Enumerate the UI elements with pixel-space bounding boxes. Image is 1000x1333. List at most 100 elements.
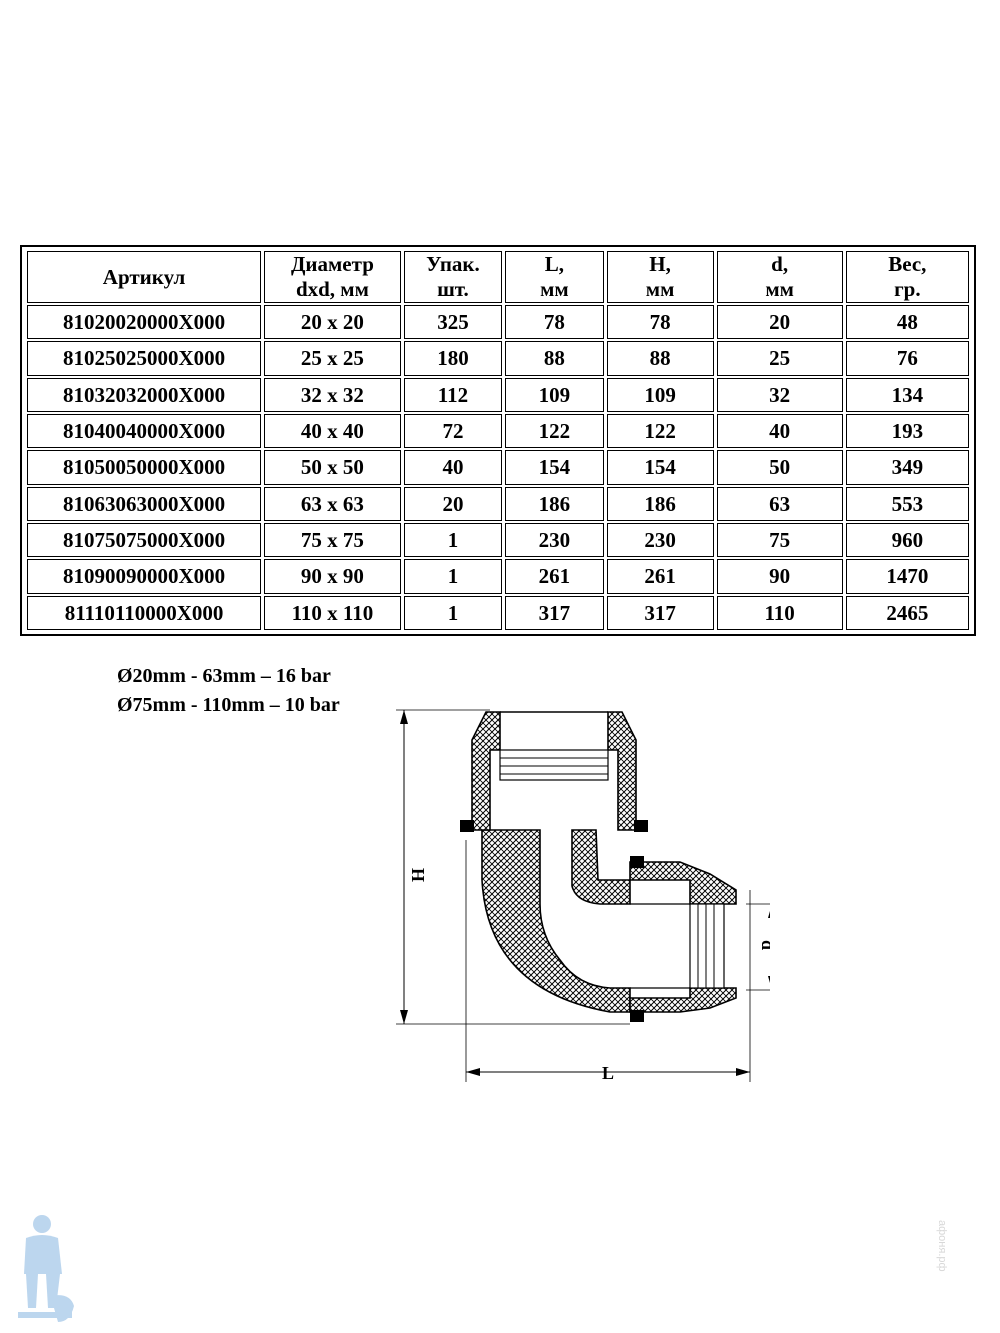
header-line1: H, <box>649 252 671 276</box>
pressure-note-small: Ø20mm - 63mm – 16 bar <box>117 665 331 687</box>
table-cell: 349 <box>845 450 969 485</box>
table-cell: 112 <box>403 377 503 412</box>
table-cell: 317 <box>505 595 604 630</box>
table-cell: 76 <box>845 341 969 376</box>
table-cell: 109 <box>505 377 604 412</box>
table-cell: 81025025000X000 <box>27 341 262 376</box>
header-line2: мм <box>645 277 675 301</box>
table-cell: 90 x 90 <box>264 559 401 594</box>
elbow-outer-wall <box>481 829 631 1013</box>
header-cell: Упак.шт. <box>403 251 503 303</box>
table-cell: 50 x 50 <box>264 450 401 485</box>
header-line1: L, <box>544 252 564 276</box>
header-line1: d, <box>771 252 789 276</box>
header-line2: гр. <box>894 277 921 301</box>
table-cell: 81050050000X000 <box>27 450 262 485</box>
header-cell: Вес,гр. <box>845 251 969 303</box>
plumber-mascot-icon <box>18 1215 74 1322</box>
table-cell: 25 <box>716 341 843 376</box>
table-cell: 40 <box>403 450 503 485</box>
table-cell: 25 x 25 <box>264 341 401 376</box>
table-cell: 110 <box>716 595 843 630</box>
label-d: d <box>758 940 770 950</box>
table-cell: 193 <box>845 413 969 449</box>
table-cell: 261 <box>505 559 604 594</box>
header-line1: Упак. <box>426 252 480 276</box>
table-cell: 110 x 110 <box>264 595 401 630</box>
table-cell: 2465 <box>845 595 969 630</box>
table-cell: 1470 <box>845 559 969 594</box>
table-cell: 78 <box>606 305 714 340</box>
table-cell: 75 <box>716 522 843 558</box>
table-cell: 154 <box>505 450 604 485</box>
site-watermark: афоня.рф <box>936 1220 948 1272</box>
table-cell: 20 <box>403 486 503 521</box>
header-line1: Диаметр <box>290 252 374 276</box>
table-cell: 32 x 32 <box>264 377 401 412</box>
table-cell: 81110110000X000 <box>27 595 262 630</box>
table-cell: 81090090000X000 <box>27 559 262 594</box>
table-cell: 154 <box>606 450 714 485</box>
table-cell: 72 <box>403 413 503 449</box>
table-cell: 40 x 40 <box>264 413 401 449</box>
table-cell: 230 <box>606 522 714 558</box>
table-cell: 122 <box>606 413 714 449</box>
table-cell: 81020020000X000 <box>27 305 262 340</box>
table-cell: 1 <box>403 559 503 594</box>
header-line2: мм <box>540 277 569 301</box>
table-cell: 230 <box>505 522 604 558</box>
table-cell: 20 x 20 <box>264 305 401 340</box>
table-cell: 1 <box>403 522 503 558</box>
header-line2: мм <box>765 277 794 301</box>
pressure-notes: Ø20mm - 63mm – 16 bar Ø75mm - 110mm – 10… <box>117 662 340 720</box>
header-cell: d,мм <box>716 251 843 303</box>
label-l: L <box>602 1063 614 1083</box>
table-cell: 81063063000X000 <box>27 486 262 521</box>
table-cell: 109 <box>606 377 714 412</box>
table-cell: 81075075000X000 <box>27 522 262 558</box>
table-cell: 122 <box>505 413 604 449</box>
header-line1: Артикул <box>102 264 186 289</box>
table-cell: 186 <box>505 486 604 521</box>
table-cell: 90 <box>716 559 843 594</box>
header-line2: шт. <box>437 277 469 301</box>
header-cell: Артикул <box>27 251 262 303</box>
table-cell: 48 <box>845 305 969 340</box>
elbow-fitting-drawing: H L d <box>396 709 770 1083</box>
table-cell: 261 <box>606 559 714 594</box>
elbow-inner-wall <box>571 829 631 905</box>
table-cell: 134 <box>845 377 969 412</box>
table-cell: 81040040000X000 <box>27 413 262 449</box>
table-cell: 63 x 63 <box>264 486 401 521</box>
table-cell: 50 <box>716 450 843 485</box>
table-cell: 40 <box>716 413 843 449</box>
table-cell: 32 <box>716 377 843 412</box>
header-line1: Вес, <box>888 252 927 276</box>
table-cell: 63 <box>716 486 843 521</box>
label-h: H <box>408 868 428 882</box>
table-cell: 75 x 75 <box>264 522 401 558</box>
table-cell: 88 <box>505 341 604 376</box>
table-cell: 960 <box>845 522 969 558</box>
table-cell: 180 <box>403 341 503 376</box>
table-cell: 20 <box>716 305 843 340</box>
table-cell: 186 <box>606 486 714 521</box>
table-cell: 88 <box>606 341 714 376</box>
table-cell: 553 <box>845 486 969 521</box>
header-line2: dxd, мм <box>295 277 369 301</box>
header-cell: H,мм <box>606 251 714 303</box>
table-cell: 317 <box>606 595 714 630</box>
